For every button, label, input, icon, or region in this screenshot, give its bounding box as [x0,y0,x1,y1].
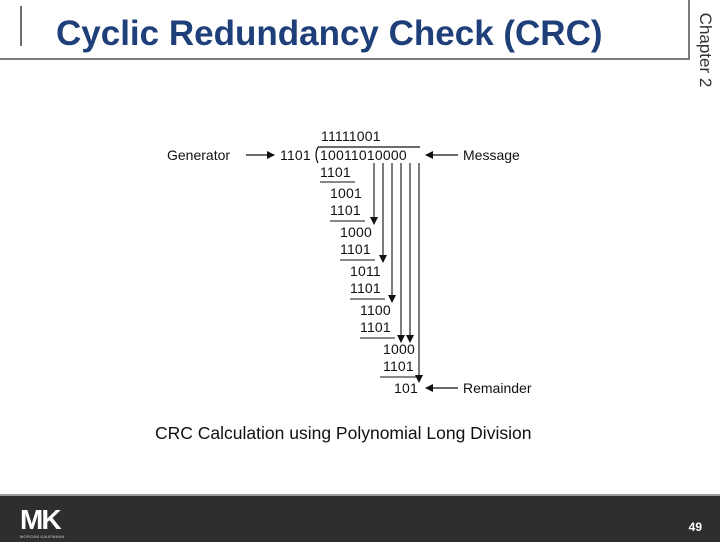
division-step: 1100 [360,302,391,318]
division-step: 1101 [330,202,361,218]
division-step: 1101 [340,241,371,257]
division-step: 1011 [350,263,381,279]
generator-label: Generator [167,147,231,163]
page-number: 49 [688,520,702,534]
quotient: 11111001 [321,128,381,144]
remainder-label: Remainder [463,380,532,396]
slide-title: Cyclic Redundancy Check (CRC) [56,14,603,53]
division-step: 1101 [350,280,381,296]
division-step: 1001 [330,185,362,201]
header-horizontal-rule [0,58,688,60]
division-step: 1000 [340,224,372,240]
division-step: 1101 [320,164,351,180]
message-value: 10011010000 [320,147,407,163]
division-step: 1000 [383,341,415,357]
message-label: Message [463,147,520,163]
footer-bar: MK MORGAN KAUFMANN 49 [0,494,720,542]
figure-caption: CRC Calculation using Polynomial Long Di… [155,423,532,443]
logo-subtext: MORGAN KAUFMANN [20,534,65,539]
division-step: 1101 [383,358,414,374]
generator-value: 1101 [280,147,311,163]
division-bracket [315,146,319,164]
division-step: 1101 [360,319,391,335]
chapter-divider [688,0,690,60]
remainder-value: 101 [394,380,418,396]
logo-text: MK [20,504,62,535]
publisher-logo: MK MORGAN KAUFMANN [20,504,64,539]
header-vertical-rule [20,6,22,46]
